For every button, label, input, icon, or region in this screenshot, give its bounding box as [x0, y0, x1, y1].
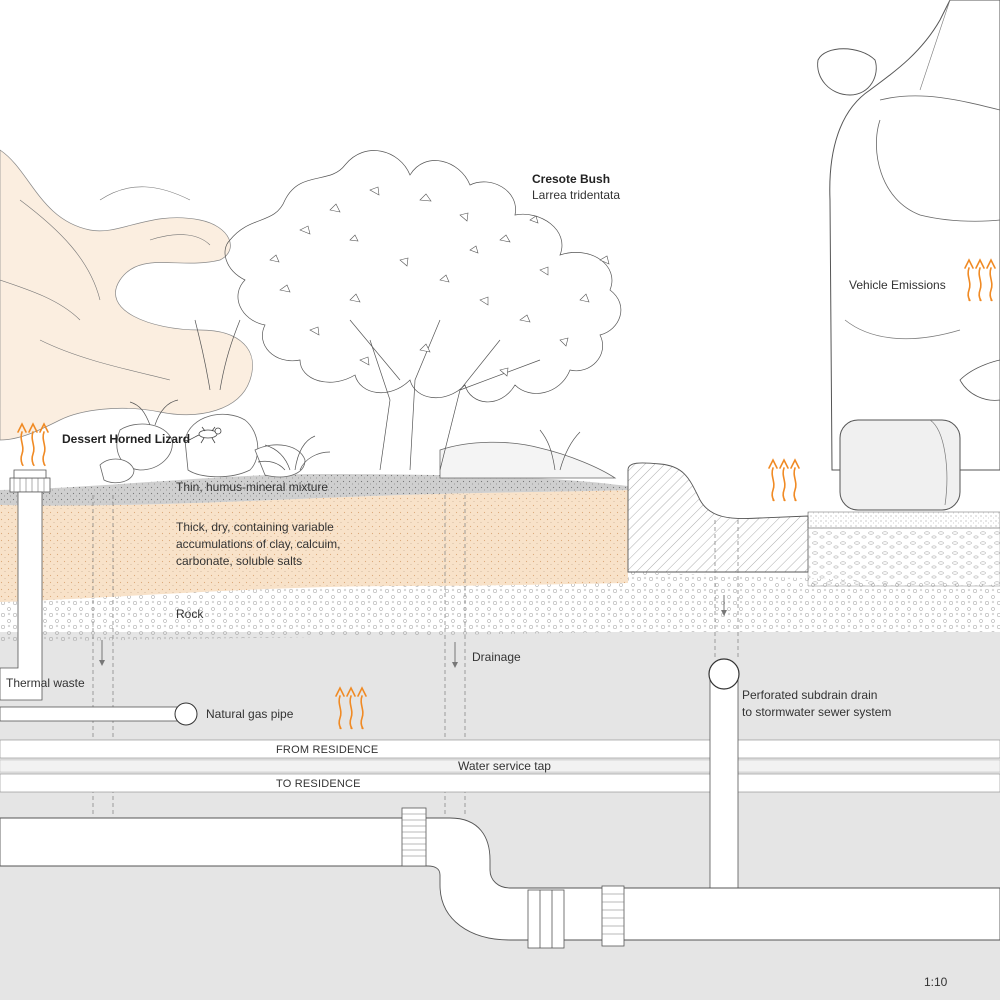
car — [817, 0, 1000, 511]
thermal-waste-label: Thermal waste — [6, 676, 85, 690]
subdrain-label-1: Perforated subdrain drain — [742, 688, 877, 702]
curb — [627, 462, 809, 573]
lizard-icon — [183, 426, 222, 444]
water-service-tap-label: Water service tap — [458, 759, 551, 773]
rock-label: Rock — [176, 607, 204, 621]
grasses — [129, 319, 581, 471]
cresote-species: Larrea tridentata — [532, 188, 620, 202]
rock-layer-right — [628, 572, 1000, 632]
water-service-band — [0, 759, 1000, 773]
subdrain-label-2: to stormwater sewer system — [742, 705, 891, 719]
sewer-pipe — [0, 807, 1000, 949]
dry-layer-label-2: accumulations of clay, calcuim, — [176, 537, 341, 551]
road-surface — [807, 511, 1000, 529]
humus-layer-label: Thin, humus-mineral mixture — [176, 480, 328, 494]
rocks — [99, 413, 617, 484]
heat-wave-icon — [768, 458, 800, 502]
tree-trunk — [0, 149, 253, 441]
subdrain-pipe — [708, 658, 740, 901]
thermal-pipe — [0, 469, 51, 701]
lizard-label: Dessert Horned Lizard — [62, 432, 190, 446]
scale-label: 1:10 — [924, 975, 948, 989]
humus-layer — [0, 474, 628, 506]
bush-leaves — [269, 186, 610, 377]
cresote-title: Cresote Bush — [532, 172, 610, 186]
heat-wave-icon — [17, 422, 49, 467]
dry-soil-dots — [0, 490, 628, 602]
heat-wave-icon — [964, 258, 996, 302]
drainage-arrow-icon — [99, 595, 727, 668]
drainage-label: Drainage — [472, 650, 521, 664]
vehicle-emissions-label: Vehicle Emissions — [849, 278, 946, 292]
from-residence-label: FROM RESIDENCE — [276, 744, 378, 756]
rock-layer — [0, 583, 628, 642]
to-residence-label: TO RESIDENCE — [276, 778, 361, 790]
natural-gas-pipe — [0, 702, 198, 726]
dry-layer-label-3: carbonate, soluble salts — [176, 554, 302, 568]
natural-gas-pipe-label: Natural gas pipe — [206, 707, 294, 721]
creosote-bush — [224, 150, 622, 471]
from-residence-pipe — [0, 739, 1000, 759]
heat-wave-icon — [335, 686, 367, 730]
to-residence-pipe — [0, 773, 1000, 793]
dry-layer-label-1: Thick, dry, containing variable — [176, 520, 334, 534]
road-base — [807, 527, 1000, 587]
